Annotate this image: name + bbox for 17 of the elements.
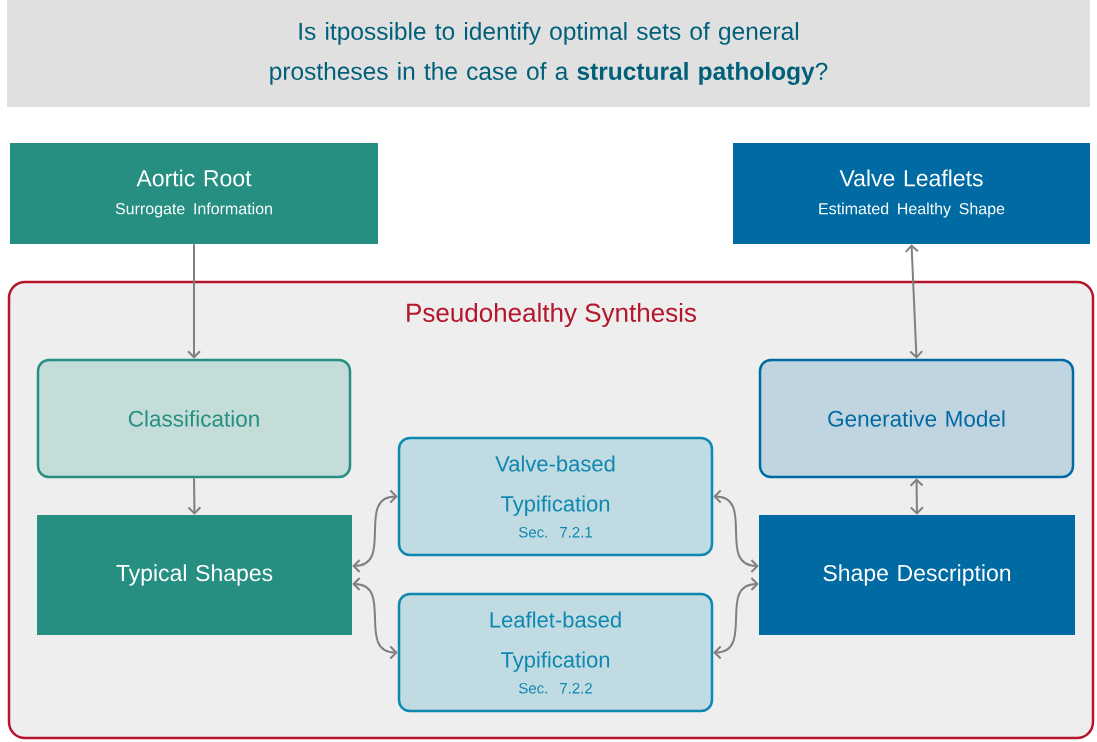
solid-box: Aortic Root Surrogate Information — [10, 143, 378, 244]
rounded-box: Valve-based Typification Sec. 7.2.1 — [397, 436, 714, 557]
solid-box: Valve Leaflets Estimated Healthy Shape — [733, 143, 1090, 244]
solid-box: Shape Description — [759, 515, 1075, 635]
solid-box: Typical Shapes — [37, 515, 352, 635]
arrow — [713, 577, 759, 660]
arrow — [713, 489, 759, 573]
arrow — [909, 478, 924, 515]
arrow — [352, 577, 398, 660]
arrow — [904, 244, 924, 359]
arrow — [187, 477, 202, 515]
title-band: Is itpossible to identify optimal sets of general prostheses in the case of a structural pathology? — [7, 0, 1090, 107]
rounded-box: Leaflet-based Typification Sec. 7.2.2 — [397, 592, 714, 713]
arrow — [352, 489, 398, 573]
arrow — [187, 243, 201, 359]
rounded-box: Classification — [36, 358, 352, 479]
rounded-box: Generative Model — [758, 358, 1075, 479]
